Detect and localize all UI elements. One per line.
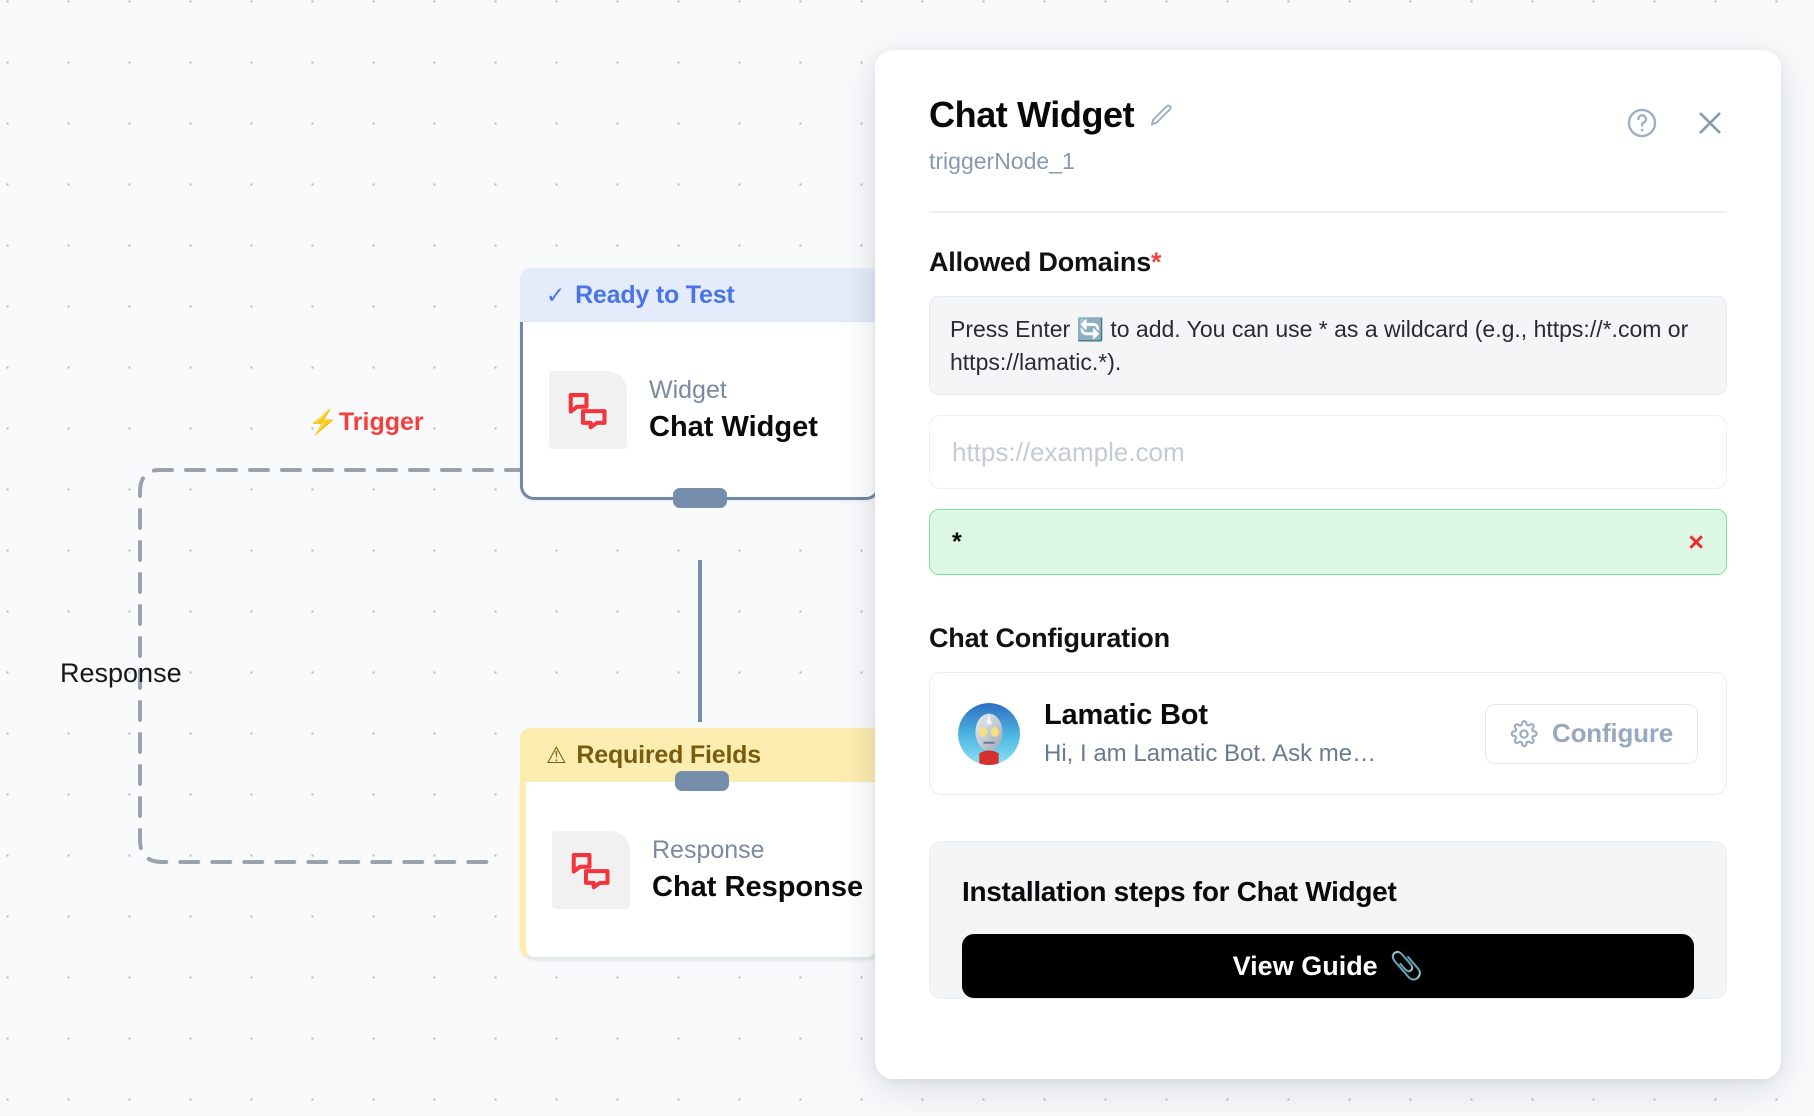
node-chat-widget[interactable]: ✓ Ready to Test Widget Chat Widget xyxy=(520,268,880,508)
bolt-icon: ⚡ xyxy=(308,408,338,436)
chat-bubbles-icon xyxy=(549,370,627,449)
installation-title: Installation steps for Chat Widget xyxy=(962,876,1397,908)
check-icon: ✓ xyxy=(546,281,566,308)
close-icon[interactable] xyxy=(1693,106,1727,140)
bot-card: Lamatic Bot Hi, I am Lamatic Bot. Ask me… xyxy=(929,672,1727,796)
chip-remove-icon[interactable]: × xyxy=(1688,526,1704,557)
node-id-label: triggerNode_1 xyxy=(929,148,1075,174)
edge-label-trigger: ⚡ Trigger xyxy=(308,408,424,437)
node-status-badge-ready: ✓ Ready to Test xyxy=(520,268,880,322)
warning-triangle-icon: ⚠ xyxy=(546,741,567,768)
enter-key-icon: 🔄 xyxy=(1076,317,1104,342)
pencil-icon[interactable] xyxy=(1148,102,1175,129)
hint-text-before: Press Enter xyxy=(950,316,1071,342)
avatar xyxy=(958,702,1020,765)
view-guide-label: View Guide xyxy=(1232,950,1378,981)
chat-bubbles-icon xyxy=(552,830,630,909)
node-title-label: Chat Widget xyxy=(649,410,818,443)
node-kind-label: Response xyxy=(652,835,765,864)
chat-configuration-label: Chat Configuration xyxy=(929,623,1170,654)
node-status-label: Required Fields xyxy=(576,740,761,769)
configure-button[interactable]: Configure xyxy=(1485,703,1698,764)
gear-icon xyxy=(1510,719,1538,748)
configure-button-label: Configure xyxy=(1552,718,1673,749)
node-handle-bottom[interactable] xyxy=(673,488,727,508)
allowed-domain-chip[interactable]: * × xyxy=(929,509,1727,576)
hint-text-after: to add. You can use * as a wildcard (e.g… xyxy=(950,316,1689,375)
node-status-label: Ready to Test xyxy=(575,280,735,309)
bot-name: Lamatic Bot xyxy=(1044,699,1208,732)
allowed-domains-label-text: Allowed Domains xyxy=(929,247,1152,277)
node-title-label: Chat Response xyxy=(652,870,864,903)
node-body[interactable]: Response Chat Response xyxy=(520,771,880,960)
installation-steps-box: Installation steps for Chat Widget View … xyxy=(929,841,1727,1000)
panel-header: Chat Widget triggerNode_1 xyxy=(929,94,1727,175)
page-title: Chat Widget xyxy=(929,94,1625,136)
allowed-domains-label: Allowed Domains* xyxy=(929,247,1727,278)
view-guide-button[interactable]: View Guide 📎 xyxy=(962,934,1694,999)
header-divider xyxy=(929,211,1727,213)
chip-value: * xyxy=(952,527,962,556)
panel-title-text: Chat Widget xyxy=(929,94,1135,135)
paperclip-icon: 📎 xyxy=(1389,951,1424,982)
help-circle-icon[interactable] xyxy=(1625,106,1659,140)
node-settings-panel: Chat Widget triggerNode_1 xyxy=(875,50,1781,1079)
edge-label-response: Response xyxy=(60,658,182,688)
node-kind-label: Widget xyxy=(649,375,727,404)
required-marker: * xyxy=(1151,247,1162,277)
bot-description: Hi, I am Lamatic Bot. Ask me… xyxy=(1044,740,1377,768)
allowed-domains-input[interactable] xyxy=(929,415,1727,490)
node-body[interactable]: Widget Chat Widget xyxy=(520,322,880,508)
allowed-domains-hint: Press Enter 🔄 to add. You can use * as a… xyxy=(929,296,1727,396)
node-chat-response[interactable]: ⚠ Required Fields Response Chat Response xyxy=(520,728,880,960)
node-status-badge-required: ⚠ Required Fields xyxy=(520,728,880,782)
node-handle-top[interactable] xyxy=(674,771,729,791)
trigger-label-text: Trigger xyxy=(338,408,424,436)
